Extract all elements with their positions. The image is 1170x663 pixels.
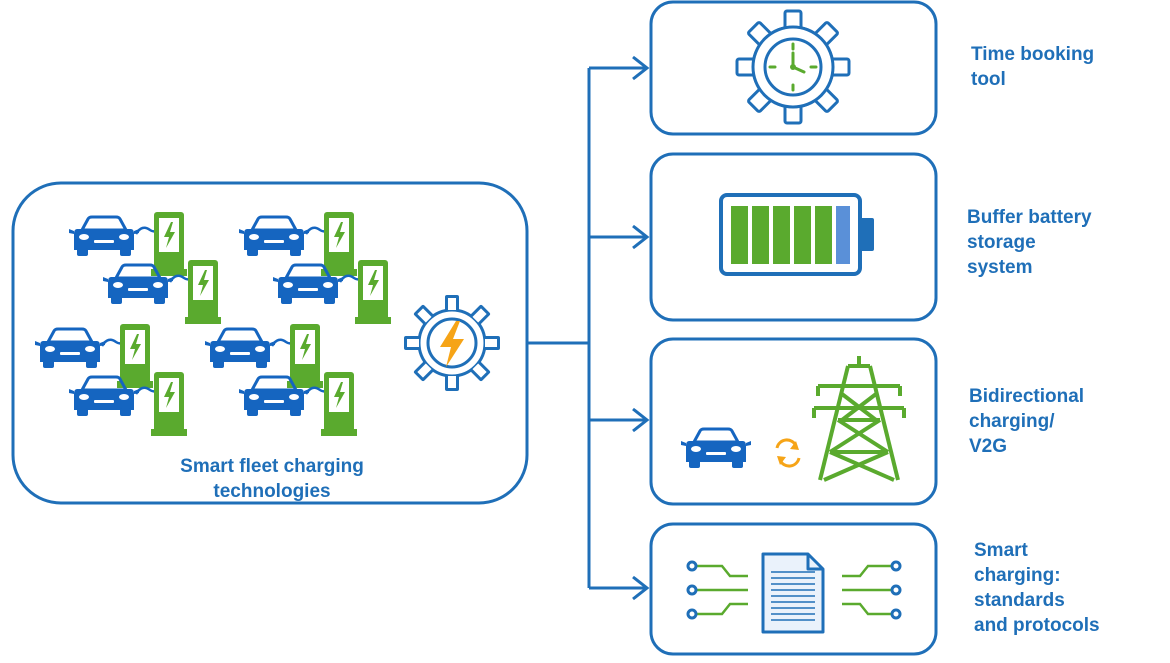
smart-charging-label-line-2: charging: [974,565,1061,586]
bidirectional-label-line-1: Bidirectional [969,386,1085,407]
time-booking-label-line-2: tool [971,69,1006,90]
smart-charging-label: Smart charging: standards and protocols [974,538,1100,638]
bidirectional-label-line-3: V2G [969,436,1008,457]
battery-icon [719,193,874,276]
main-label-line-1: Smart fleet charging [180,456,364,477]
document-protocol-icon [686,552,902,634]
main-label: Smart fleet charging technologies [102,454,442,504]
buffer-battery-label-line-1: Buffer battery [967,207,1092,228]
car-grid-exchange-icon [679,356,906,482]
gear-lightning-icon [404,295,500,391]
time-booking-label-line-1: Time booking [971,44,1095,65]
smart-charging-label-line-3: standards [974,590,1065,611]
bidirectional-label: Bidirectional charging/ V2G [969,384,1084,459]
power-pylon-icon [812,356,906,482]
clock-gear-icon [735,9,851,125]
connector-lines [527,66,646,590]
buffer-battery-label-line-2: storage [967,232,1036,253]
smart-charging-label-line-4: and protocols [974,615,1100,636]
main-label-line-2: technologies [213,481,331,502]
arrowheads [632,55,650,601]
buffer-battery-label-line-3: system [967,257,1033,278]
time-booking-label: Time booking tool [971,42,1094,92]
bidirectional-label-line-2: charging/ [969,411,1055,432]
buffer-battery-label: Buffer battery storage system [967,205,1092,280]
smart-charging-label-line-1: Smart [974,540,1028,561]
